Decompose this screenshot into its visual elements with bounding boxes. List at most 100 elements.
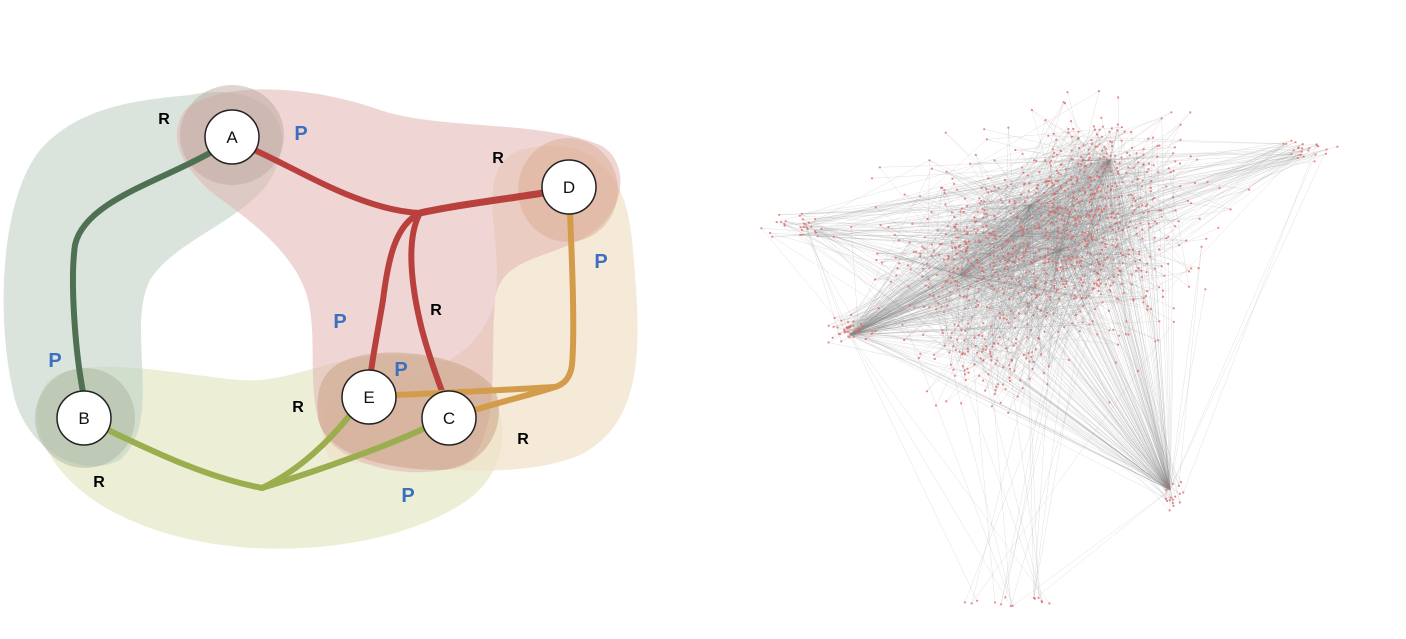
- network-edge: [945, 204, 1171, 491]
- network-edge: [849, 200, 1189, 336]
- network-edge: [959, 274, 1148, 307]
- network-node: [1057, 226, 1060, 229]
- network-node: [1087, 186, 1090, 189]
- network-node: [1160, 117, 1163, 120]
- network-node: [1144, 205, 1147, 208]
- network-node: [1049, 295, 1052, 298]
- network-edge: [1009, 194, 1055, 202]
- network-node: [1055, 207, 1058, 210]
- network-node: [1093, 178, 1096, 181]
- network-node: [801, 218, 804, 221]
- network-node: [1153, 236, 1156, 239]
- network-edge: [1034, 489, 1171, 599]
- network-edge: [1010, 204, 1031, 277]
- network-node: [1099, 157, 1102, 160]
- network-edge: [1100, 159, 1111, 284]
- network-edge: [1018, 281, 1171, 491]
- network-edge: [1091, 139, 1284, 144]
- network-node: [1021, 387, 1024, 390]
- network-edge: [1029, 157, 1105, 206]
- network-node: [1057, 288, 1060, 291]
- network-node: [1046, 201, 1049, 205]
- network-edge: [890, 160, 1035, 282]
- network-node: [977, 287, 980, 290]
- network-edge: [1091, 220, 1173, 485]
- network-edge: [1091, 189, 1097, 234]
- network-edge: [938, 204, 1031, 304]
- network-node: [1172, 320, 1175, 323]
- network-node: [974, 240, 977, 243]
- network-edge: [1076, 262, 1171, 491]
- node-b: B: [56, 390, 112, 446]
- network-edge: [1048, 197, 1141, 367]
- network-edge: [928, 279, 1171, 491]
- network-edge: [946, 159, 1111, 306]
- network-edge: [848, 282, 1005, 328]
- network-node: [1196, 158, 1199, 161]
- network-edge: [979, 242, 1061, 251]
- network-node: [894, 256, 897, 259]
- network-edge: [1015, 179, 1095, 252]
- network-node: [1059, 184, 1062, 188]
- network-node: [1021, 166, 1024, 169]
- network-edge: [1012, 489, 1171, 606]
- network-edge: [1049, 159, 1111, 300]
- network-node: [1070, 264, 1073, 267]
- strand-red-d-junction: [416, 189, 547, 217]
- network-node: [1152, 164, 1155, 167]
- network-edge: [1014, 150, 1073, 372]
- network-node: [1135, 232, 1138, 235]
- network-edge: [1085, 165, 1143, 181]
- network-edge: [1029, 204, 1056, 213]
- network-node: [807, 221, 810, 224]
- network-node: [1165, 480, 1168, 483]
- network-node: [1077, 130, 1080, 133]
- network-edge: [1059, 168, 1170, 251]
- network-edge: [992, 168, 1105, 347]
- network-edge: [1036, 159, 1111, 298]
- network-node: [1059, 232, 1062, 235]
- network-node: [1083, 170, 1086, 173]
- network-node: [1107, 277, 1110, 280]
- network-node: [989, 352, 992, 355]
- network-edge: [959, 172, 1024, 276]
- network-node: [1008, 367, 1012, 370]
- network-edge: [973, 204, 1031, 257]
- network-node: [1090, 188, 1093, 192]
- network-node: [1111, 211, 1114, 214]
- network-node: [981, 262, 984, 265]
- network-edge: [849, 160, 1037, 336]
- network-edge: [1059, 249, 1098, 286]
- network-node: [1026, 174, 1029, 177]
- network-edge: [952, 277, 1084, 283]
- network-node: [996, 359, 999, 362]
- network-edge: [982, 162, 1050, 350]
- network-node: [1102, 171, 1105, 174]
- network-node: [1140, 185, 1143, 188]
- strand-orange-d-junction: [552, 210, 577, 390]
- network-node: [802, 222, 805, 225]
- network-edge: [865, 249, 1061, 340]
- network-edge: [1029, 156, 1158, 362]
- network-node: [1059, 266, 1063, 269]
- network-edge: [956, 189, 987, 226]
- network-edge: [1125, 334, 1173, 485]
- network-node: [846, 320, 850, 324]
- network-node: [997, 342, 1000, 345]
- network-edge: [898, 204, 1031, 241]
- network-edge: [1009, 159, 1111, 378]
- network-node: [874, 330, 877, 333]
- network-edge: [1179, 147, 1299, 246]
- network-edge: [1128, 179, 1139, 335]
- network-edge: [881, 230, 1123, 263]
- network-edge: [1010, 184, 1077, 224]
- network-edge: [761, 228, 851, 336]
- network-node: [1179, 481, 1183, 484]
- network-edge: [849, 274, 961, 328]
- network-edge: [983, 217, 1088, 253]
- network-node: [1125, 171, 1128, 174]
- network-edge: [959, 192, 1086, 276]
- network-edge: [834, 314, 852, 319]
- network-node: [1050, 279, 1053, 282]
- network-node: [1022, 353, 1025, 356]
